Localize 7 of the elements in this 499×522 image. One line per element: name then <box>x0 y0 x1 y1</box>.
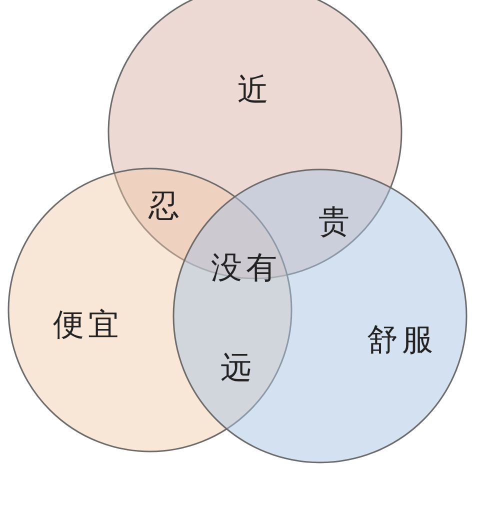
overlap-label: 远 <box>220 349 256 388</box>
overlap-label: 没有 <box>211 249 281 288</box>
circle-label: 便宜 <box>53 306 123 345</box>
overlap-label: 忍 <box>148 187 184 226</box>
overlap-label: 贵 <box>318 203 354 242</box>
circle-label: 近 <box>238 71 272 110</box>
circle-label: 舒服 <box>367 321 437 360</box>
